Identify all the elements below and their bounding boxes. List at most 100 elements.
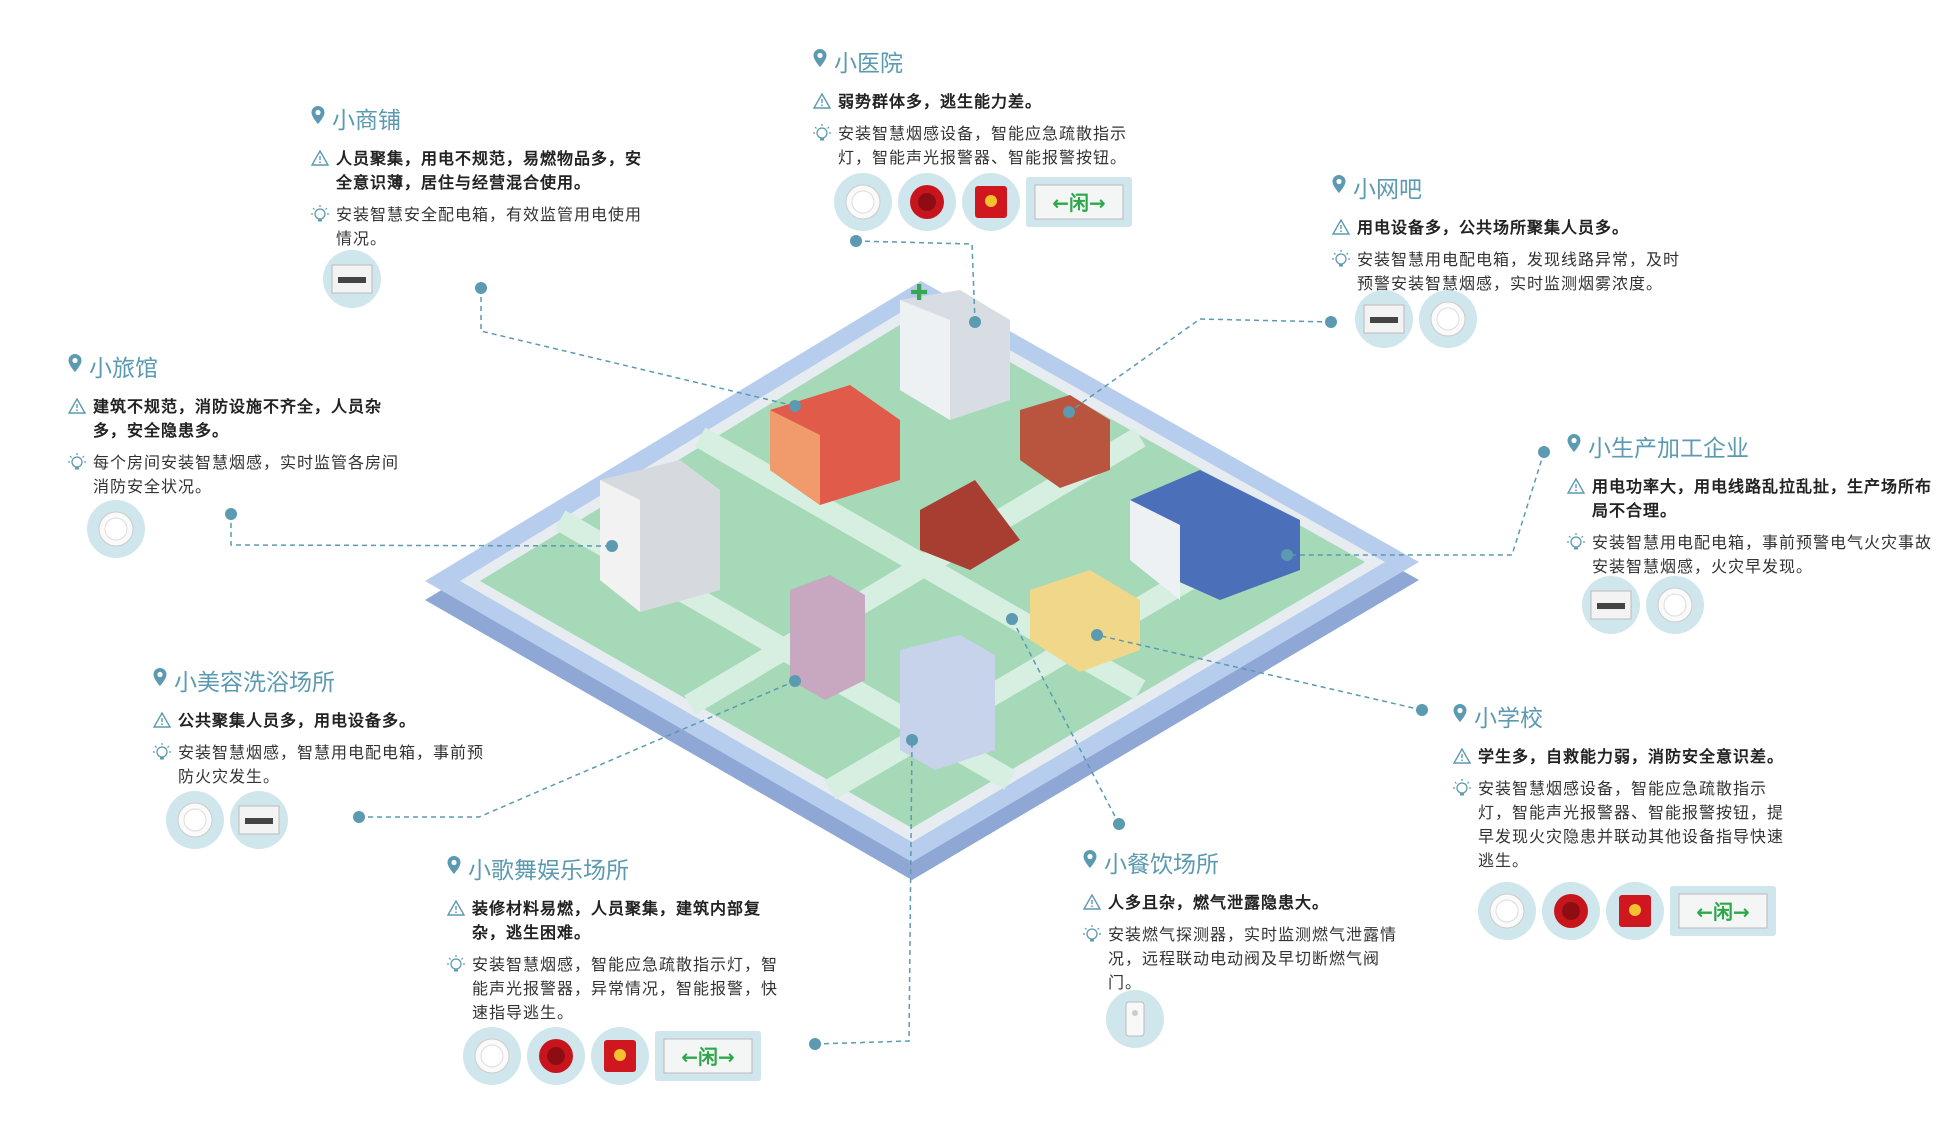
location-pin-icon xyxy=(1082,849,1098,875)
measure-text: 安装智慧用电配电箱，发现线路异常，及时预警安装智慧烟感，实时监测烟雾浓度。 xyxy=(1357,250,1681,293)
device-row-shop xyxy=(323,250,381,308)
section-title-text: 小商铺 xyxy=(332,108,401,134)
risk-text: 人多且杂，燃气泄露隐患大。 xyxy=(1108,893,1330,912)
lightbulb-icon xyxy=(812,122,832,144)
section-title-text: 小学校 xyxy=(1474,706,1543,732)
measure-text: 安装智慧烟感，智能应急疏散指示灯，智能声光报警器，异常情况，智能报警，快速指导逃… xyxy=(472,955,779,1022)
risk-text: 用电功率大，用电线路乱拉乱扯，生产场所布局不合理。 xyxy=(1592,477,1933,520)
smoke-detector-icon xyxy=(463,1027,521,1085)
section-title-text: 小歌舞娱乐场所 xyxy=(468,858,629,884)
smoke-detector-icon xyxy=(87,500,145,558)
warning-icon xyxy=(67,395,87,417)
section-title: 小餐饮场所 xyxy=(1082,845,1412,879)
section-hospital: 小医院 弱势群体多，逃生能力差。 安装智慧烟感设备，智能应急疏散指示灯，智能声光… xyxy=(812,44,1152,178)
warning-icon xyxy=(1331,216,1351,238)
warning-icon xyxy=(152,709,172,731)
measure-text: 安装智慧安全配电箱，有效监管用电使用情况。 xyxy=(336,205,643,248)
section-title-text: 小医院 xyxy=(834,51,903,77)
location-pin-icon xyxy=(152,667,168,693)
alarm-button-icon xyxy=(1606,882,1664,940)
section-title-text: 小网吧 xyxy=(1353,177,1422,203)
smoke-detector-icon xyxy=(834,173,892,231)
risk-text: 公共聚集人员多，用电设备多。 xyxy=(178,711,417,730)
distribution-box-icon xyxy=(1355,290,1413,348)
distribution-box-icon xyxy=(323,250,381,308)
exit-sign-icon: ←闲→ xyxy=(1026,177,1132,227)
section-title: 小商铺 xyxy=(310,101,655,135)
smoke-detector-icon xyxy=(166,791,224,849)
warning-icon xyxy=(1452,745,1472,767)
risk-text: 学生多，自救能力弱，消防安全意识差。 xyxy=(1478,747,1785,766)
section-title: 小医院 xyxy=(812,44,1152,78)
device-row-ktv: ←闲→ xyxy=(463,1027,761,1085)
risk-text: 弱势群体多，逃生能力差。 xyxy=(838,92,1043,111)
alarm-button-icon xyxy=(591,1027,649,1085)
location-pin-icon xyxy=(1452,703,1468,729)
device-row-netbar xyxy=(1355,290,1477,348)
section-netbar: 小网吧 用电设备多，公共场所聚集人员多。 安装智慧用电配电箱，发现线路异常，及时… xyxy=(1331,170,1691,304)
section-factory: 小生产加工企业 用电功率大，用电线路乱拉乱扯，生产场所布局不合理。 安装智慧用电… xyxy=(1566,429,1946,587)
lightbulb-icon xyxy=(1452,777,1472,799)
sound-light-alarm-icon xyxy=(527,1027,585,1085)
gas-detector-icon xyxy=(1106,990,1164,1048)
risk-text: 建筑不规范，消防设施不齐全，人员杂多，安全隐患多。 xyxy=(93,397,383,440)
measure-text: 安装智慧用电配电箱，事前预警电气火灾事故安装智慧烟感，火灾早发现。 xyxy=(1592,533,1933,576)
distribution-box-icon xyxy=(1582,576,1640,634)
smoke-detector-icon xyxy=(1419,290,1477,348)
section-title-text: 小生产加工企业 xyxy=(1588,436,1749,462)
alarm-button-icon xyxy=(962,173,1020,231)
svg-text:←闲→: ←闲→ xyxy=(681,1045,735,1069)
warning-icon xyxy=(310,147,330,169)
section-restaurant: 小餐饮场所 人多且杂，燃气泄露隐患大。 安装燃气探测器，实时监测燃气泄露情况，远… xyxy=(1082,845,1412,1003)
risk-text: 装修材料易燃，人员聚集，建筑内部复杂，逃生困难。 xyxy=(472,899,762,942)
section-shop: 小商铺 人员聚集，用电不规范，易燃物品多，安全意识薄，居住与经营混合使用。 安装… xyxy=(310,101,655,259)
measure-text: 安装智慧烟感设备，智能应急疏散指示灯，智能声光报警器、智能报警按钮，提早发现火灾… xyxy=(1478,779,1785,870)
section-ktv: 小歌舞娱乐场所 装修材料易燃，人员聚集，建筑内部复杂，逃生困难。 安装智慧烟感，… xyxy=(446,851,786,1033)
measure-text: 安装燃气探测器，实时监测燃气泄露情况，远程联动电动阀及早切断燃气阀门。 xyxy=(1108,925,1398,992)
measure-text: 每个房间安装智慧烟感，实时监管各房间消防安全状况。 xyxy=(93,453,400,496)
section-title: 小学校 xyxy=(1452,699,1792,733)
smoke-detector-icon xyxy=(1646,576,1704,634)
warning-icon xyxy=(1566,475,1586,497)
lightbulb-icon xyxy=(1566,531,1586,553)
svg-text:←闲→: ←闲→ xyxy=(1052,191,1106,215)
section-school: 小学校 学生多，自救能力弱，消防安全意识差。 安装智慧烟感设备，智能应急疏散指示… xyxy=(1452,699,1792,881)
device-row-factory xyxy=(1582,576,1704,634)
lightbulb-icon xyxy=(67,451,87,473)
sound-light-alarm-icon xyxy=(1542,882,1600,940)
buildings: ✚ xyxy=(600,281,1300,770)
connector-dots xyxy=(225,235,1550,1050)
device-row-hospital: ←闲→ xyxy=(834,173,1132,231)
location-pin-icon xyxy=(310,105,326,131)
section-title: 小生产加工企业 xyxy=(1566,429,1946,463)
connector-lines xyxy=(230,240,1545,1045)
measure-text: 安装智慧烟感，智慧用电配电箱，事前预防火灾发生。 xyxy=(178,743,485,786)
location-pin-icon xyxy=(1566,433,1582,459)
section-title-text: 小美容洗浴场所 xyxy=(174,670,335,696)
distribution-box-icon xyxy=(230,791,288,849)
section-beauty: 小美容洗浴场所 公共聚集人员多，用电设备多。 安装智慧烟感，智慧用电配电箱，事前… xyxy=(152,663,497,797)
device-row-school: ←闲→ xyxy=(1478,882,1776,940)
section-title: 小旅馆 xyxy=(67,349,412,383)
warning-icon xyxy=(1082,891,1102,913)
svg-text:✚: ✚ xyxy=(910,281,928,306)
section-title: 小歌舞娱乐场所 xyxy=(446,851,786,885)
lightbulb-icon xyxy=(1082,923,1102,945)
device-row-restaurant xyxy=(1106,990,1164,1048)
lightbulb-icon xyxy=(1331,248,1351,270)
lightbulb-icon xyxy=(152,741,172,763)
location-pin-icon xyxy=(812,48,828,74)
smoke-detector-icon xyxy=(1478,882,1536,940)
lightbulb-icon xyxy=(446,953,466,975)
warning-icon xyxy=(446,897,466,919)
section-title-text: 小餐饮场所 xyxy=(1104,852,1219,878)
location-pin-icon xyxy=(1331,174,1347,200)
location-pin-icon xyxy=(67,353,83,379)
exit-sign-icon: ←闲→ xyxy=(655,1031,761,1081)
lightbulb-icon xyxy=(310,203,330,225)
device-row-beauty xyxy=(166,791,288,849)
risk-text: 人员聚集，用电不规范，易燃物品多，安全意识薄，居住与经营混合使用。 xyxy=(336,149,643,192)
device-row-hotel xyxy=(87,500,145,558)
section-title: 小网吧 xyxy=(1331,170,1691,204)
